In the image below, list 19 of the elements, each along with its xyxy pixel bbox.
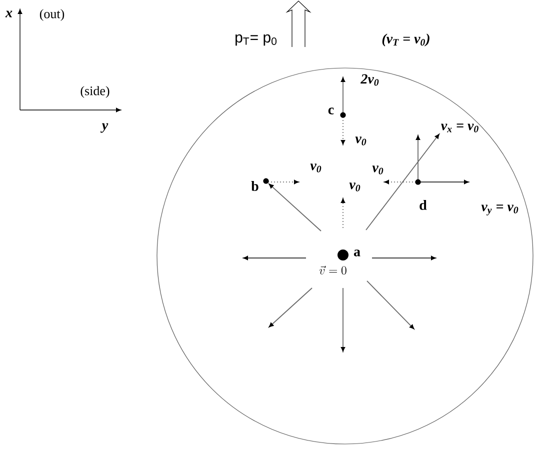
axis-label: x <box>5 10 12 18</box>
point-label: c <box>328 108 334 114</box>
point-label: d <box>420 200 427 210</box>
velocity-label: $\vec{v}=0$ <box>319 266 346 275</box>
velocity-label: v$_{0}$ <box>349 182 360 192</box>
velocity-label: 2v$_{0}$ <box>360 74 379 86</box>
axis-label: (side) <box>80 86 110 98</box>
axis-label: y <box>100 123 108 133</box>
point-label: a <box>354 250 360 256</box>
velocity-label: v$_{0}$ <box>310 164 322 172</box>
velocity-label: (v$_{T}$ = v$_{0}$) <box>382 34 430 46</box>
velocity-label: v$_{x}$ = v$_{0}$ <box>441 124 478 132</box>
boundary-circle <box>156 68 534 444</box>
axis-label: (out) <box>40 9 64 21</box>
velocity-label: v$_{0}$ <box>355 136 366 146</box>
velocity-label: v$_{0}$ <box>372 166 384 174</box>
pressure-label: p$_{T}$= p$_{0}$ <box>236 34 277 46</box>
point-label: b <box>251 181 258 191</box>
velocity-label: v$_{y}$ = v$_{0}$ <box>481 204 518 216</box>
